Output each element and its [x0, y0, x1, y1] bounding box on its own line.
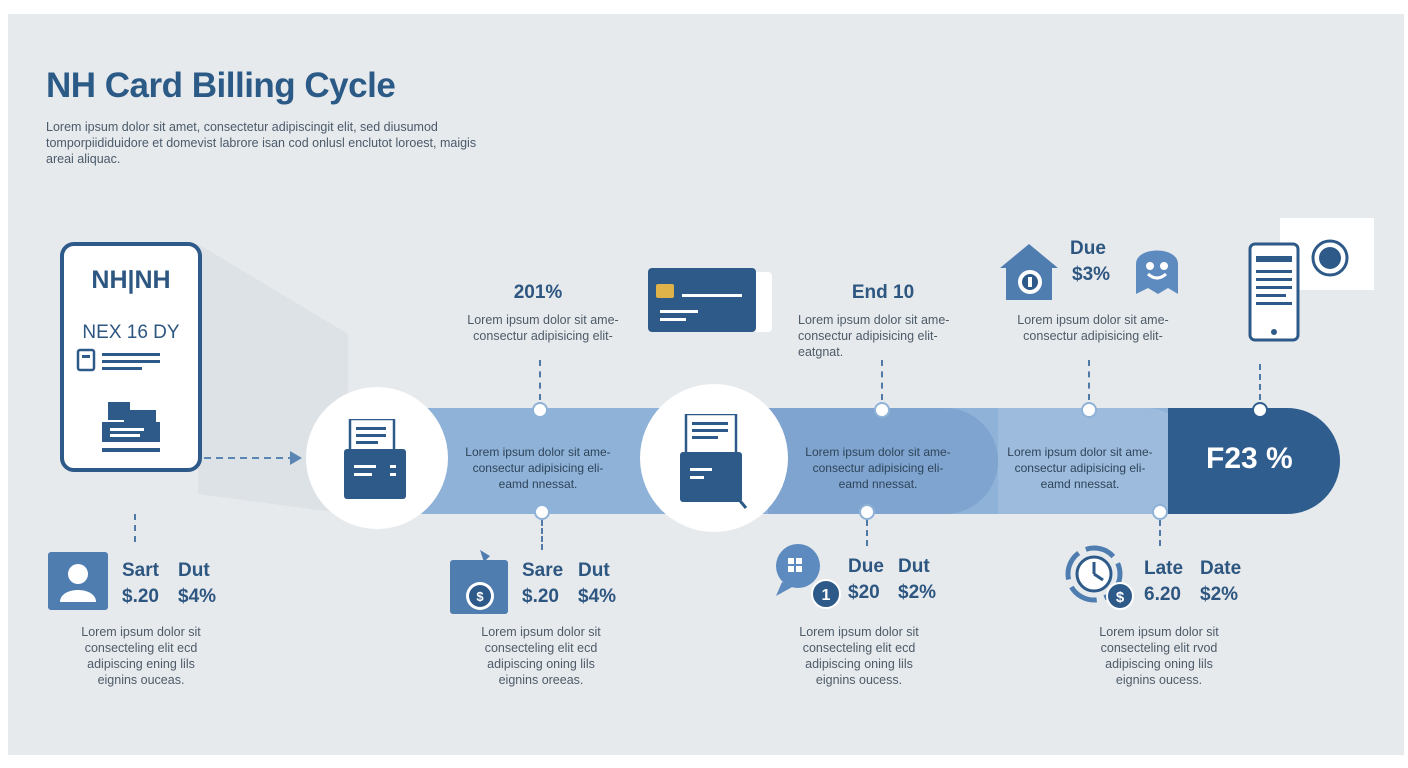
bottom-val-2b: $4% — [578, 586, 617, 607]
card-line-2: NEX 16 DY — [82, 322, 180, 343]
band-dot — [874, 402, 890, 418]
connector-line — [134, 514, 136, 542]
bottom-val-4a: 6.20 — [1144, 584, 1181, 605]
band-text-3: Lorem ipsum dolor sit ame- consectur adi… — [1007, 445, 1153, 491]
connector-line — [541, 520, 543, 550]
band-circle-1 — [306, 387, 448, 529]
page-subtitle: Lorem ipsum dolor sit amet, consectetur … — [46, 120, 477, 166]
band-dot — [534, 504, 550, 520]
credit-card-icon — [648, 268, 772, 332]
bottom-key-4a: Late — [1144, 558, 1184, 579]
receipt-box-icon — [344, 419, 406, 499]
top-heading-3b: $3% — [1072, 264, 1111, 285]
late-clock-icon: $ — [1065, 545, 1134, 610]
connector-line — [1088, 360, 1090, 400]
band-dot — [859, 504, 875, 520]
bottom-key-1a: Sart — [122, 560, 159, 581]
timeline-band-seg2 — [768, 408, 998, 514]
bottom-text-1: Lorem ipsum dolor sit consecteling elit … — [81, 625, 201, 687]
bottom-key-3b: Dut — [898, 556, 930, 577]
svg-text:$: $ — [476, 589, 484, 604]
bottom-values-4: Late Date 6.20 $2% — [1144, 556, 1241, 608]
bottom-text-3: Lorem ipsum dolor sit consecteling elit … — [799, 625, 919, 687]
connector-line — [866, 520, 868, 546]
bottom-values-1: Sart Dut $.20 $4% — [122, 558, 216, 610]
top-text-3: Lorem ipsum dolor sit ame- consectur adi… — [1017, 313, 1169, 343]
band-end-label: F23 % — [1206, 442, 1293, 475]
connector-line — [539, 360, 541, 400]
top-heading-1: 201% — [513, 282, 563, 303]
bottom-text-2: Lorem ipsum dolor sit consecteling elit … — [481, 625, 601, 687]
bottom-val-1b: $4% — [178, 586, 217, 607]
band-dot — [532, 402, 548, 418]
flow-arrow — [204, 451, 302, 465]
svg-text:1: 1 — [822, 587, 831, 604]
nh-card: NH|NH NEX 16 DY — [60, 242, 202, 472]
card-line-1: NH|NH — [91, 266, 171, 294]
infographic-canvas: NH Card Billing Cycle Lorem ipsum dolor … — [8, 14, 1404, 755]
timeline-band-end — [1168, 408, 1340, 514]
card-doc-icon — [76, 348, 160, 372]
bottom-key-2b: Dut — [578, 560, 610, 581]
money-bag-icon: $ — [450, 550, 508, 614]
page-title: NH Card Billing Cycle — [46, 66, 396, 105]
bottom-val-3b: $2% — [898, 582, 937, 603]
top-heading-3a: Due — [1070, 238, 1106, 259]
receipt-box-icon — [680, 414, 748, 509]
top-heading-2: End 10 — [851, 282, 915, 303]
bottom-key-4b: Date — [1200, 558, 1242, 579]
connector-line — [1159, 520, 1161, 546]
svg-text:$: $ — [1116, 589, 1125, 606]
bottom-val-3a: $20 — [848, 582, 880, 603]
timeline-band-seg3 — [998, 408, 1198, 514]
user-icon — [48, 552, 108, 610]
target-ring-icon — [1311, 239, 1349, 277]
top-text-2: Lorem ipsum dolor sit ame- consectur adi… — [798, 313, 950, 359]
band-text-1: Lorem ipsum dolor sit ame- consectur adi… — [465, 445, 611, 491]
band-circle-2 — [640, 384, 788, 532]
bottom-val-1a: $.20 — [122, 586, 159, 607]
bottom-values-2: Sare Dut $.20 $4% — [522, 558, 616, 610]
bottom-values-3: Due Dut $20 $2% — [848, 554, 936, 606]
band-text-2: Lorem ipsum dolor sit ame- consectur adi… — [805, 445, 951, 491]
card-terminal-icon — [102, 402, 160, 452]
band-dot — [1152, 504, 1168, 520]
connector-line — [1259, 364, 1261, 400]
bottom-key-3a: Due — [848, 556, 884, 577]
chat-calendar-icon: 1 — [776, 544, 841, 609]
top-text-1: Lorem ipsum dolor sit ame- consectur adi… — [467, 313, 619, 343]
bottom-key-2a: Sare — [522, 560, 564, 581]
smiley-badge-icon — [1136, 250, 1178, 294]
house-money-icon — [1000, 244, 1058, 300]
phone-receipt-icon — [1248, 242, 1300, 342]
connector-line — [881, 360, 883, 400]
band-dot — [1252, 402, 1268, 418]
bottom-val-2a: $.20 — [522, 586, 559, 607]
bottom-key-1b: Dut — [178, 560, 210, 581]
bottom-text-4: Lorem ipsum dolor sit consecteling elit … — [1099, 625, 1219, 687]
band-dot — [1081, 402, 1097, 418]
bottom-val-4b: $2% — [1200, 584, 1239, 605]
